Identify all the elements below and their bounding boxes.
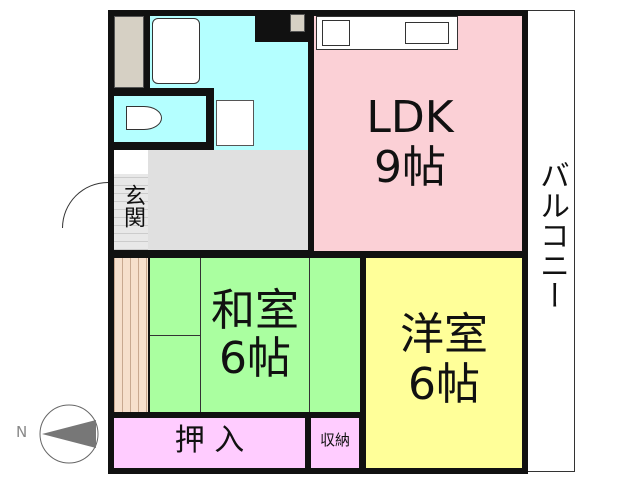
- stove-icon: [322, 20, 350, 46]
- hallway-upper: [148, 150, 214, 200]
- pipe-space: [290, 14, 305, 32]
- storage-x: [114, 16, 144, 88]
- bathtub: [152, 18, 200, 84]
- shuno-label: 収納: [319, 431, 350, 449]
- sink-icon: [405, 22, 449, 44]
- ldk-size: 9帖: [374, 142, 446, 193]
- youshitsu-name: 洋室: [400, 309, 488, 360]
- youshitsu-size: 6帖: [408, 359, 480, 410]
- wood-floor: [114, 258, 148, 412]
- kitchen-counter: [316, 16, 458, 50]
- room-ldk: [314, 16, 522, 251]
- washitsu-name: 和室: [211, 285, 299, 336]
- genkan-label: 玄関: [120, 184, 145, 228]
- ldk-name: LDK: [366, 92, 454, 143]
- room-youshitsu: [366, 258, 522, 468]
- tatami-lines-h: [150, 335, 200, 336]
- closet-oshiire: [114, 418, 305, 468]
- entrance-step: [114, 150, 148, 174]
- tatami-lines: [200, 258, 310, 412]
- entrance-door[interactable]: [62, 182, 108, 228]
- oshiire-label: 押 入: [174, 423, 245, 458]
- washitsu-size: 6帖: [219, 333, 291, 384]
- washroom-upper: [258, 42, 308, 52]
- toilet-icon: [126, 106, 162, 130]
- washing-machine-space: [216, 100, 254, 146]
- balcony-label: バルコニー: [534, 160, 569, 310]
- closet-shuno: [311, 418, 359, 468]
- entrance: [114, 174, 148, 250]
- compass-north-label: N: [16, 423, 28, 441]
- compass-icon: [39, 404, 99, 464]
